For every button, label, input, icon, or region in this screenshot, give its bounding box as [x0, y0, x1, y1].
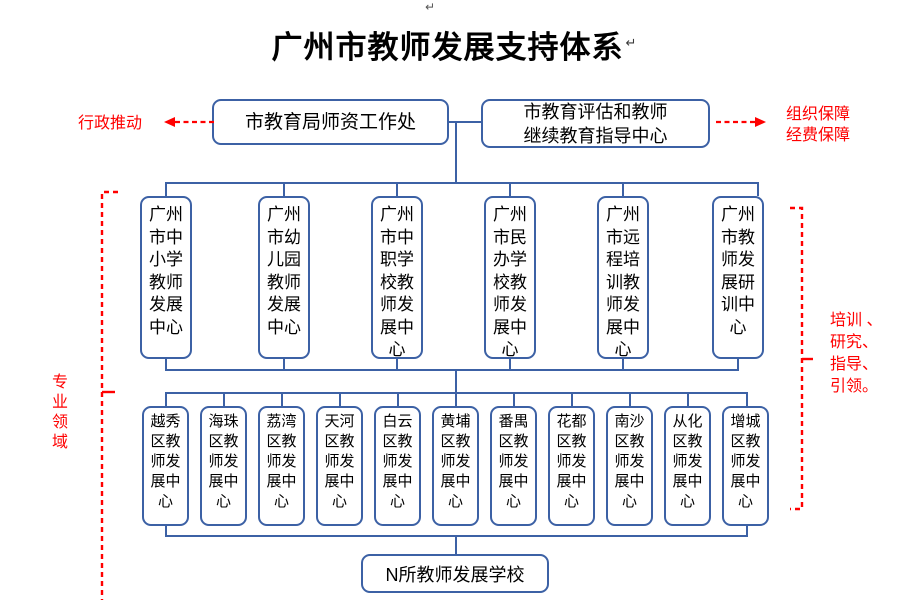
box-district-yuexiu-label: 越秀区教师发展中心 — [150, 413, 181, 510]
dashed-arrow-right-icon — [716, 117, 766, 127]
connector-l2-drop-5 — [622, 359, 624, 370]
connector-l2-to-l3-bridge — [455, 369, 457, 393]
box-district-haizhu[interactable]: 海珠区教师发展中心 — [200, 406, 247, 526]
box-district-nansha-label: 南沙区教师发展中心 — [614, 413, 645, 510]
box-kindergarten-center-label: 广州市幼儿园教师发展中心 — [267, 205, 301, 337]
annotation-administrative-drive: 行政推动 — [78, 115, 143, 132]
connector-l2-drop-3 — [396, 359, 398, 370]
annotation-functions-line1: 培训 、 — [830, 312, 883, 329]
connector-level3-stub-3 — [281, 392, 283, 406]
connector-l2-drop-1 — [165, 359, 167, 370]
title-paragraph-mark: ↵ — [625, 34, 638, 50]
connector-level4-drop — [455, 535, 457, 554]
connector-level2-stub-5 — [622, 182, 624, 196]
box-district-zengcheng-label: 增城区教师发展中心 — [730, 413, 761, 510]
box-evaluation-center-line2: 继续教育指导中心 — [523, 125, 668, 146]
box-district-baiyun[interactable]: 白云区教师发展中心 — [374, 406, 421, 526]
box-district-baiyun-label: 白云区教师发展中心 — [382, 413, 413, 510]
box-district-huangpu[interactable]: 黄埔区教师发展中心 — [432, 406, 479, 526]
annotation-professional-domain: 专 业 领 域 — [49, 373, 71, 453]
connector-l2-drop-6 — [737, 359, 739, 370]
box-private-school-center-label: 广州市民办学校教师发展中心 — [493, 205, 527, 359]
box-distance-training-center-label: 广州市远程培训教师发展中心 — [606, 205, 640, 359]
box-district-panyu[interactable]: 番禺区教师发展中心 — [490, 406, 537, 526]
box-teacher-research-center[interactable]: 广州市教师发展研训中心 — [712, 196, 764, 359]
connector-top-left-to-hub — [449, 121, 482, 123]
box-district-liwan-label: 荔湾区教师发展中心 — [266, 413, 297, 510]
connector-level3-stub-1 — [165, 392, 167, 406]
annotation-functions-line2: 研究、 — [830, 334, 879, 351]
annotation-professional-domain-c1: 专 — [51, 374, 68, 391]
box-evaluation-center-line1: 市教育评估和教师 — [523, 101, 668, 122]
box-district-conghua[interactable]: 从化区教师发展中心 — [664, 406, 711, 526]
box-district-zengcheng[interactable]: 增城区教师发展中心 — [722, 406, 769, 526]
annotation-functions-line4: 引领。 — [830, 378, 879, 395]
box-district-conghua-label: 从化区教师发展中心 — [672, 413, 703, 510]
box-district-huadu-label: 花都区教师发展中心 — [556, 413, 587, 510]
connector-hub-drop — [455, 121, 457, 183]
page-title-text: 广州市教师发展支持体系 — [271, 30, 624, 65]
connector-l2-drop-4 — [509, 359, 511, 370]
box-kindergarten-center[interactable]: 广州市幼儿园教师发展中心 — [258, 196, 310, 359]
connector-level2-stub-6 — [757, 182, 759, 196]
box-district-yuexiu[interactable]: 越秀区教师发展中心 — [142, 406, 189, 526]
connector-level3-stub-5 — [397, 392, 399, 406]
box-teacher-research-center-label: 广州市教师发展研训中心 — [721, 205, 755, 337]
page-title: 广州市教师发展支持体系↵ — [0, 22, 909, 67]
annotation-functions-line3: 指导、 — [830, 356, 879, 373]
box-district-panyu-label: 番禺区教师发展中心 — [498, 413, 529, 510]
box-private-school-center[interactable]: 广州市民办学校教师发展中心 — [484, 196, 536, 359]
box-primary-secondary-center[interactable]: 广州市中小学教师发展中心 — [140, 196, 192, 359]
connector-l2-drop-2 — [283, 359, 285, 370]
connector-level2-stub-3 — [396, 182, 398, 196]
box-city-education-bureau-label: 市教育局师资工作处 — [244, 111, 416, 133]
connector-level2-stub-2 — [283, 182, 285, 196]
annotation-funding-guarantee: 经费保障 — [786, 127, 851, 144]
box-district-haizhu-label: 海珠区教师发展中心 — [208, 413, 239, 510]
box-city-education-bureau[interactable]: 市教育局师资工作处 — [212, 99, 449, 145]
connector-level3-stub-7 — [513, 392, 515, 406]
connector-level3-stub-10 — [687, 392, 689, 406]
box-vocational-center[interactable]: 广州市中职学校教师发展中心 — [371, 196, 423, 359]
connector-level2-bar — [165, 182, 759, 184]
connector-level2-collect-bar — [165, 369, 739, 371]
box-distance-training-center[interactable]: 广州市远程培训教师发展中心 — [597, 196, 649, 359]
stray-paragraph-mark: ↵ — [425, 0, 436, 14]
box-teacher-development-schools-label: N所教师发展学校 — [385, 564, 525, 585]
annotation-professional-domain-c2: 业 — [51, 394, 68, 411]
connector-l3-drop-11 — [746, 526, 748, 537]
box-district-tianhe[interactable]: 天河区教师发展中心 — [316, 406, 363, 526]
box-teacher-development-schools[interactable]: N所教师发展学校 — [361, 554, 549, 593]
annotation-professional-domain-c3: 领 — [51, 414, 68, 431]
bracket-left-professional-domain — [100, 190, 118, 600]
annotation-organization-guarantee: 组织保障 — [786, 106, 851, 123]
box-district-huadu[interactable]: 花都区教师发展中心 — [548, 406, 595, 526]
box-district-nansha[interactable]: 南沙区教师发展中心 — [606, 406, 653, 526]
dashed-arrow-left-icon — [164, 117, 214, 127]
connector-level3-stub-9 — [629, 392, 631, 406]
connector-level3-stub-2 — [223, 392, 225, 406]
box-district-huangpu-label: 黄埔区教师发展中心 — [440, 413, 471, 510]
box-evaluation-center[interactable]: 市教育评估和教师 继续教育指导中心 — [481, 99, 710, 148]
connector-level3-stub-8 — [571, 392, 573, 406]
connector-level3-stub-11 — [746, 392, 748, 406]
box-district-liwan[interactable]: 荔湾区教师发展中心 — [258, 406, 305, 526]
connector-level2-stub-4 — [509, 182, 511, 196]
bracket-right-functions — [790, 206, 813, 511]
connector-level2-stub-1 — [165, 182, 167, 196]
box-primary-secondary-center-label: 广州市中小学教师发展中心 — [149, 205, 183, 337]
box-vocational-center-label: 广州市中职学校教师发展中心 — [380, 205, 414, 359]
connector-l3-drop-1 — [165, 526, 167, 537]
annotation-professional-domain-c4: 域 — [51, 434, 68, 451]
connector-level3-stub-4 — [339, 392, 341, 406]
box-district-tianhe-label: 天河区教师发展中心 — [324, 413, 355, 510]
connector-level3-stub-6 — [455, 392, 457, 406]
